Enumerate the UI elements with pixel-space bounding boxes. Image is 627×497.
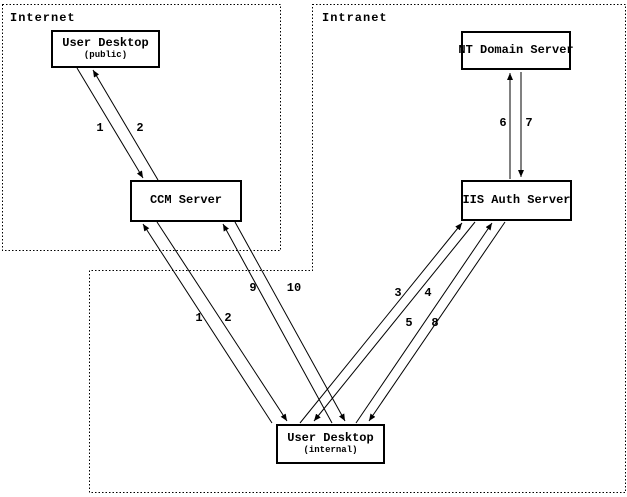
edge-line-2-ccm-to-public: [92, 69, 159, 181]
edge-label-6-iis-nt: 6: [499, 116, 507, 130]
internet-region-outline: [2, 4, 281, 251]
node-title: User Desktop: [287, 431, 374, 446]
intranet-region-label: Intranet: [322, 11, 388, 25]
node-user-desktop-public: User Desktop (public): [51, 30, 160, 68]
edge-label-3-internal-iis: 3: [394, 286, 402, 300]
node-title: CCM Server: [149, 193, 222, 208]
edge-label-1-public-ccm: 1: [96, 121, 104, 135]
edge-label-10-ccm-internal: 10: [286, 281, 302, 295]
edge-label-8-iis-internal: 8: [431, 316, 439, 330]
node-nt-domain-server: NT Domain Server: [458, 31, 574, 70]
node-title: NT Domain Server: [458, 42, 574, 57]
intranet-region-outline: [89, 4, 626, 493]
edge-line-10-ccm-to-internal: [234, 221, 346, 422]
node-ccm-server: CCM Server: [130, 180, 242, 222]
node-subtitle: (public): [83, 49, 128, 60]
edge-line-5-internal-to-iis: [355, 222, 493, 424]
edge-line-2-ccm-to-internal: [156, 221, 288, 422]
edge-label-9-internal-ccm: 9: [249, 281, 257, 295]
edge-label-2-ccm-public: 2: [136, 121, 144, 135]
edge-label-2-ccm-internal: 2: [224, 311, 232, 325]
edge-line-8-iis-to-internal: [368, 221, 506, 422]
edge-line-1-public-to-ccm: [76, 67, 144, 179]
node-title: IIS Auth Server: [462, 192, 571, 207]
edge-label-5-internal-iis: 5: [405, 316, 413, 330]
edge-line-1-internal-to-ccm: [142, 223, 273, 424]
edge-label-7-nt-iis: 7: [525, 116, 533, 130]
edge-line-9-internal-to-ccm: [222, 223, 333, 424]
edge-label-4-iis-internal: 4: [424, 286, 432, 300]
edge-label-1-internal-ccm: 1: [195, 311, 203, 325]
node-iis-auth-server: IIS Auth Server: [461, 180, 572, 221]
edge-line-4-iis-to-internal: [313, 221, 476, 422]
edge-line-3-internal-to-iis: [299, 222, 463, 424]
node-subtitle: (internal): [303, 444, 358, 455]
internet-region-label: Internet: [10, 11, 76, 25]
node-user-desktop-internal: User Desktop (internal): [276, 424, 385, 464]
node-title: User Desktop: [62, 36, 149, 51]
